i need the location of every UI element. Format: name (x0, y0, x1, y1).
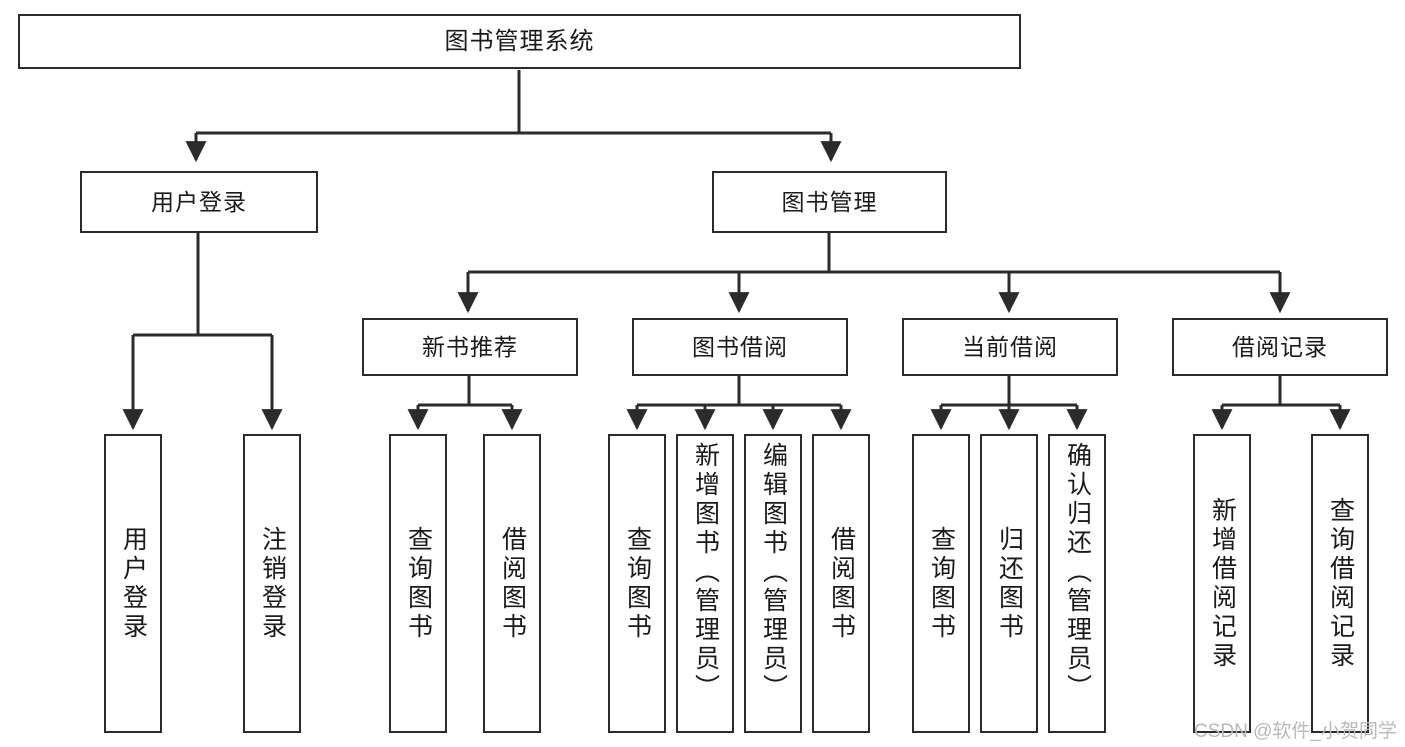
node-label: 借阅图书 (498, 525, 527, 642)
node-label: 新增图书（管理员） (691, 442, 720, 703)
node-label: 新书推荐 (422, 333, 518, 360)
node-book-borrow[interactable]: 图书借阅 (632, 318, 848, 376)
node-label: 用户登录 (151, 188, 247, 215)
leaf-edit-book-admin[interactable]: 编辑图书（管理员） (744, 434, 802, 733)
leaf-user-login[interactable]: 用户登录 (104, 434, 162, 733)
leaf-add-book-admin[interactable]: 新增图书（管理员） (676, 434, 734, 733)
leaf-borrow-book-recommend[interactable]: 借阅图书 (483, 434, 541, 733)
node-book-management[interactable]: 图书管理 (712, 171, 947, 233)
node-label: 新增借阅记录 (1208, 496, 1237, 671)
node-label: 查询借阅记录 (1326, 496, 1355, 671)
node-current-borrow[interactable]: 当前借阅 (902, 318, 1118, 376)
node-label: 当前借阅 (962, 333, 1058, 360)
leaf-query-book-recommend[interactable]: 查询图书 (389, 434, 447, 733)
node-new-book-recommend[interactable]: 新书推荐 (362, 318, 578, 376)
leaf-borrow-book[interactable]: 借阅图书 (812, 434, 870, 733)
node-label: 用户登录 (119, 525, 148, 642)
node-label: 借阅记录 (1232, 333, 1328, 360)
leaf-query-book-current[interactable]: 查询图书 (912, 434, 970, 733)
node-borrow-record[interactable]: 借阅记录 (1172, 318, 1388, 376)
node-label: 查询图书 (927, 525, 956, 642)
node-label: 图书管理系统 (444, 27, 595, 55)
node-label: 确认归还（管理员） (1063, 442, 1092, 703)
leaf-return-book[interactable]: 归还图书 (980, 434, 1038, 733)
node-label: 查询图书 (623, 525, 652, 642)
leaf-query-book-borrow[interactable]: 查询图书 (608, 434, 666, 733)
node-label: 图书借阅 (692, 333, 788, 360)
node-label: 注销登录 (258, 525, 287, 642)
leaf-query-borrow-record[interactable]: 查询借阅记录 (1311, 434, 1369, 733)
leaf-confirm-return-admin[interactable]: 确认归还（管理员） (1048, 434, 1106, 733)
node-label: 编辑图书（管理员） (759, 442, 788, 703)
watermark-text: CSDN @软件_小贺同学 (1194, 721, 1397, 742)
leaf-logout[interactable]: 注销登录 (243, 434, 301, 733)
node-user-login[interactable]: 用户登录 (80, 171, 318, 233)
node-label: 查询图书 (404, 525, 433, 642)
leaf-add-borrow-record[interactable]: 新增借阅记录 (1193, 434, 1251, 733)
node-label: 图书管理 (781, 188, 878, 215)
node-root-system[interactable]: 图书管理系统 (18, 14, 1021, 69)
node-label: 归还图书 (995, 525, 1024, 642)
node-label: 借阅图书 (827, 525, 856, 642)
